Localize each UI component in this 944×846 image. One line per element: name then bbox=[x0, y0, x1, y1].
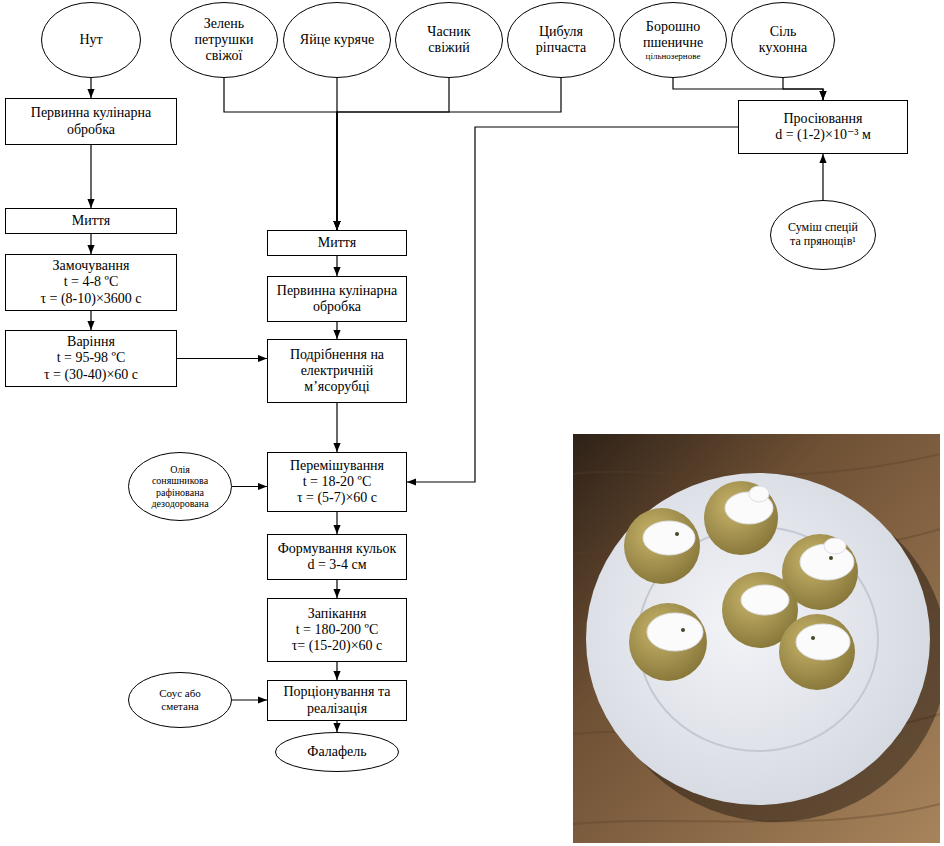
oval-shape bbox=[129, 673, 232, 728]
process-box: Просіюванняd = (1-2)×10⁻³ м bbox=[738, 100, 908, 154]
node-label: Часник свіжий bbox=[409, 24, 489, 56]
node-parameter: d = (1-2)×10⁻³ м bbox=[775, 127, 871, 143]
flow-arrow bbox=[407, 127, 738, 482]
node-label: Яйце куряче bbox=[300, 32, 374, 48]
process-box: Миття bbox=[5, 208, 177, 234]
flow-arrow bbox=[90, 78, 91, 98]
process-box: Миття bbox=[267, 230, 407, 256]
material-oval: Соус або сметана bbox=[128, 672, 232, 728]
flow-arrow bbox=[336, 580, 337, 598]
node-parameter: t = 4-8 ºC bbox=[64, 274, 119, 290]
process-box: Замочуванняt = 4-8 ºCτ = (8-10)×3600 с bbox=[5, 254, 177, 311]
node-label: Сіль кухонна bbox=[745, 24, 821, 56]
node-parameter: t = 95-98 ºC bbox=[57, 350, 126, 366]
material-oval: Нут bbox=[41, 2, 141, 78]
flow-arrow bbox=[232, 699, 267, 700]
flow-arrow bbox=[90, 145, 91, 208]
material-oval: Яйце куряче bbox=[283, 2, 391, 78]
process-box: Первинна кулінарна обробка bbox=[5, 98, 177, 145]
node-label: Миття bbox=[72, 213, 110, 229]
node-parameter: τ = (30-40)×60 с bbox=[44, 367, 138, 383]
oval-shape bbox=[732, 3, 835, 78]
node-parameter: цільнозернове bbox=[646, 51, 701, 61]
oval-shape bbox=[396, 3, 503, 78]
flow-arrow bbox=[177, 358, 267, 359]
process-box: Запіканняt = 180-200 ºCτ= (15-20)×60 с bbox=[267, 598, 407, 662]
process-box: Подрібнення на електричній м’ясорубці bbox=[267, 339, 407, 403]
material-oval: Сіль кухонна bbox=[731, 2, 835, 78]
material-oval: Фалафель bbox=[275, 732, 399, 772]
node-label: Замочування bbox=[53, 258, 130, 274]
sour-cream bbox=[643, 486, 854, 660]
material-oval: Суміш спецій та прянощів¹ bbox=[770, 200, 876, 270]
node-label: Зелень петрушки свіжої bbox=[184, 16, 264, 64]
oval-shape bbox=[508, 3, 615, 78]
oval-shape bbox=[276, 733, 399, 772]
process-box: Порціонування та реалізація bbox=[267, 680, 407, 721]
flow-arrow bbox=[90, 311, 91, 330]
oval-shape bbox=[620, 3, 727, 78]
material-oval: Зелень петрушки свіжої bbox=[170, 2, 278, 78]
process-box: Формування кульокd = 3-4 см bbox=[267, 534, 407, 580]
node-parameter: t = 180-200 ºC bbox=[296, 622, 379, 638]
flow-arrow bbox=[224, 78, 337, 230]
flow-arrow bbox=[673, 78, 823, 100]
node-parameter: t = 18-20 ºC bbox=[303, 474, 372, 490]
flow-arrow bbox=[336, 662, 337, 680]
node-label: Первинна кулінарна обробка bbox=[10, 105, 172, 137]
flow-arrow bbox=[822, 154, 823, 200]
flow-arrow bbox=[336, 322, 337, 339]
flow-arrow bbox=[336, 721, 337, 732]
flow-arrow bbox=[337, 78, 561, 230]
flow-arrow bbox=[783, 78, 823, 100]
node-parameter: τ= (15-20)×60 с bbox=[292, 638, 383, 654]
node-label: Фалафель bbox=[307, 744, 366, 760]
node-label: Соус або сметана bbox=[142, 687, 218, 712]
oval-shape bbox=[129, 453, 232, 521]
node-label: Первинна кулінарна обробка bbox=[272, 283, 402, 315]
node-label: Суміш спецій та прянощів¹ bbox=[784, 221, 862, 249]
node-label: Перемішування bbox=[290, 458, 384, 474]
oval-shape bbox=[771, 201, 876, 270]
process-box: Варінняt = 95-98 ºCτ = (30-40)×60 с bbox=[5, 330, 177, 387]
flow-arrow bbox=[336, 256, 337, 276]
plate bbox=[586, 473, 930, 805]
herb-specks bbox=[675, 532, 833, 640]
node-label: Формування кульок bbox=[278, 541, 396, 557]
falafel-photo bbox=[573, 434, 940, 843]
node-label: Подрібнення на електричній м’ясорубці bbox=[272, 347, 402, 395]
node-parameter: τ = (8-10)×3600 с bbox=[40, 291, 141, 307]
material-oval: Часник свіжий bbox=[395, 2, 503, 78]
node-label: Олія соняшникова рафінована дезодорована bbox=[142, 464, 218, 510]
oval-shape bbox=[42, 3, 141, 78]
flow-arrow bbox=[337, 78, 449, 230]
node-label: Нут bbox=[79, 32, 102, 48]
flow-arrow bbox=[232, 486, 267, 487]
flow-arrow bbox=[336, 512, 337, 534]
node-label: Просіювання bbox=[783, 111, 862, 127]
node-label: Миття bbox=[318, 235, 356, 251]
node-label: Цибуля ріпчаста bbox=[521, 24, 601, 56]
oval-shape bbox=[284, 3, 391, 78]
node-label: Порціонування та реалізація bbox=[272, 684, 402, 716]
node-label: Борошно пшеничне bbox=[633, 19, 713, 51]
flow-arrow bbox=[90, 234, 91, 254]
node-parameter: d = 3-4 см bbox=[307, 557, 366, 573]
process-box: Перемішуванняt = 18-20 ºCτ = (5-7)×60 с bbox=[267, 452, 407, 512]
material-oval: Олія соняшникова рафінована дезодорована bbox=[128, 452, 232, 521]
oval-shape bbox=[171, 3, 278, 78]
flow-arrow bbox=[336, 403, 337, 452]
node-label: Варіння bbox=[67, 334, 115, 350]
material-oval: Борошно пшеничнецільнозернове bbox=[619, 2, 727, 78]
falafel-balls bbox=[624, 481, 858, 690]
node-parameter: τ = (5-7)×60 с bbox=[297, 490, 377, 506]
material-oval: Цибуля ріпчаста bbox=[507, 2, 615, 78]
node-label: Запікання bbox=[308, 606, 367, 622]
process-box: Первинна кулінарна обробка bbox=[267, 276, 407, 322]
